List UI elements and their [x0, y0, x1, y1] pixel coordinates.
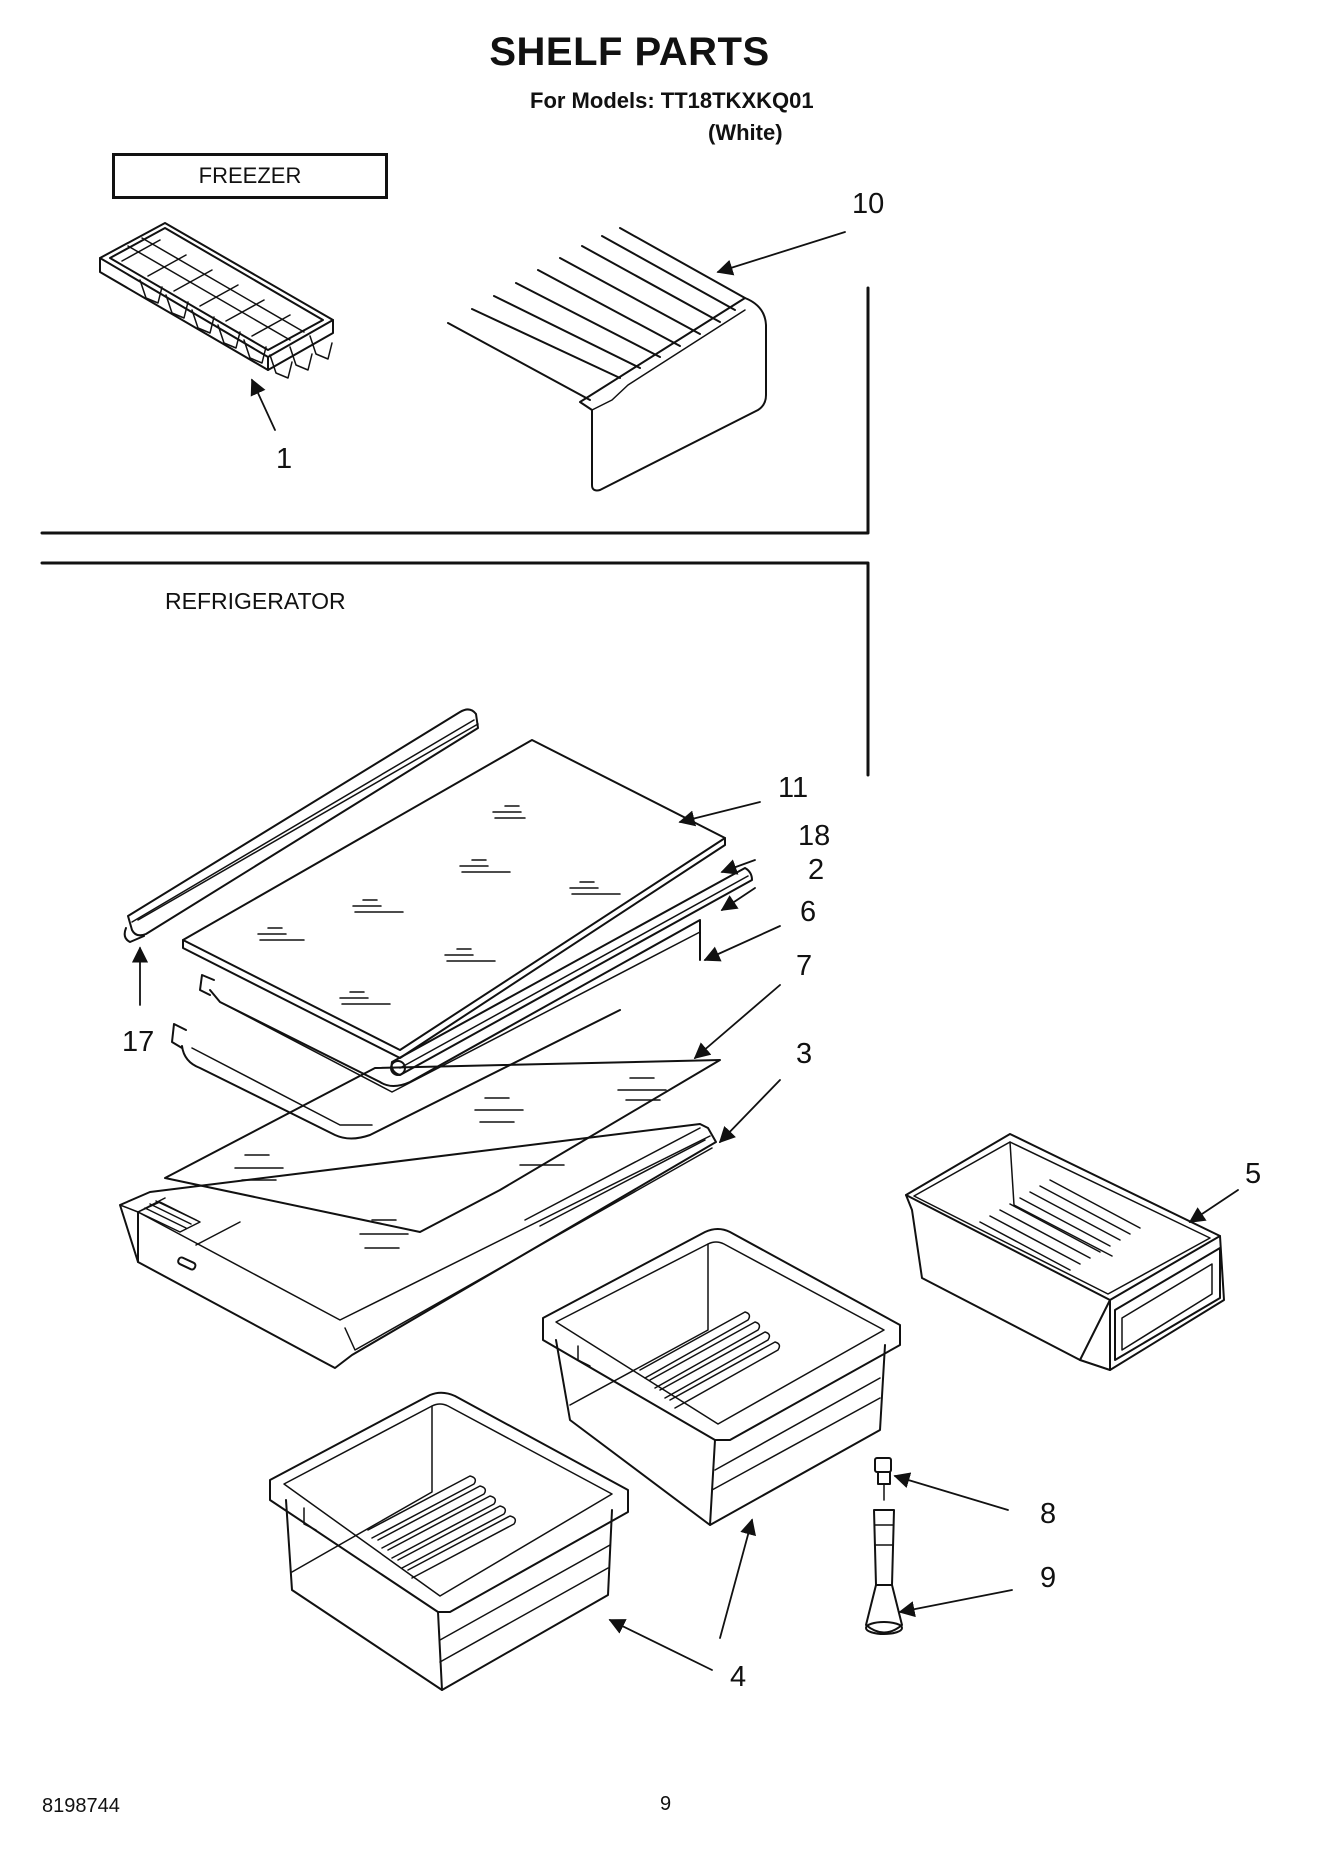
page-title: SHELF PARTS: [489, 30, 770, 74]
freezer-section-label: FREEZER: [112, 153, 388, 199]
ice-cube-tray: [100, 223, 333, 378]
lower-shelf-frame: [172, 1010, 620, 1139]
meat-pan-drawer: [906, 1134, 1224, 1370]
crisper-drawer-left: [270, 1393, 628, 1690]
page-number: 9: [660, 1793, 672, 1815]
callout-4: 4: [730, 1661, 747, 1693]
callout-8: 8: [1040, 1498, 1057, 1530]
crisper-cover-glass: [165, 1060, 720, 1248]
upper-shelf-frame: [200, 920, 700, 1092]
callout-11: 11: [778, 772, 809, 804]
section-frames: [42, 288, 868, 775]
shelf-rear-rail: [391, 868, 752, 1075]
callout-10: 10: [852, 188, 885, 220]
shelf-front-trim: [125, 709, 478, 942]
callout-18: 18: [798, 820, 831, 852]
glass-shelf-insert: [183, 740, 725, 1058]
color-note: (White): [708, 120, 783, 145]
refrigerator-section-label: REFRIGERATOR: [165, 588, 346, 614]
freezer-label-text: FREEZER: [198, 163, 302, 188]
document-number: 8198744: [42, 1795, 120, 1817]
crisper-cover-frame: [120, 1124, 716, 1368]
models-line: For Models: TT18TKXKQ01: [530, 88, 814, 113]
callout-6: 6: [800, 896, 817, 928]
freezer-wire-shelf: [448, 228, 766, 490]
leveling-leg-assembly: [866, 1458, 902, 1634]
callout-3: 3: [796, 1038, 813, 1070]
callout-1: 1: [276, 443, 293, 475]
callout-9: 9: [1040, 1562, 1057, 1594]
callout-5: 5: [1245, 1158, 1262, 1190]
callout-17: 17: [122, 1026, 155, 1058]
callout-7: 7: [796, 950, 813, 982]
callout-leaders: [131, 232, 1238, 1670]
callout-2: 2: [808, 854, 825, 886]
crisper-drawer-right: [543, 1229, 900, 1525]
